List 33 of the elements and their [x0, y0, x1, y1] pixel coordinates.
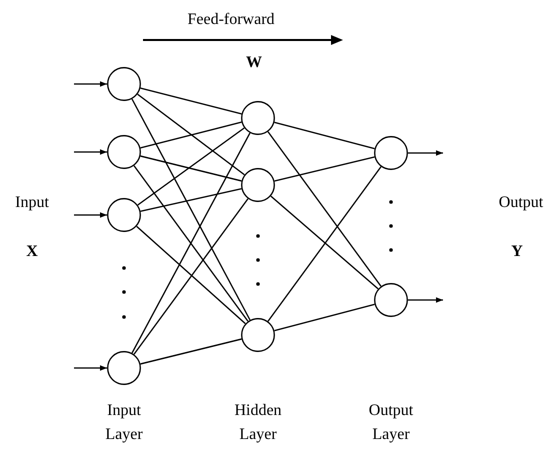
variable-label: X: [26, 242, 38, 262]
connection-line: [134, 165, 248, 322]
diagram-heading: Feed-forward: [187, 10, 275, 30]
connection-line: [268, 131, 382, 287]
arrow: [74, 365, 107, 371]
connection-line: [140, 188, 242, 212]
connection-line: [274, 304, 375, 332]
connection-line: [140, 88, 242, 114]
side-label: Input: [15, 193, 49, 213]
connection-line: [137, 127, 245, 206]
connection-line: [131, 132, 251, 354]
side-label: Output: [498, 193, 544, 213]
arrow: [74, 149, 107, 155]
arrow: [74, 212, 107, 218]
connection-line: [137, 94, 245, 176]
connection-line: [270, 196, 379, 290]
arrow: [408, 150, 443, 156]
connection-line: [274, 156, 375, 182]
layer-label: Output Layer: [368, 401, 414, 445]
connection-line: [140, 155, 242, 182]
connection-line: [131, 98, 251, 320]
connection-line: [140, 338, 242, 365]
connection-line: [268, 166, 382, 322]
variable-label: Y: [511, 242, 523, 262]
arrow: [408, 297, 443, 303]
weight-label: W: [246, 53, 262, 73]
arrow: [74, 81, 107, 87]
connection-line: [140, 122, 242, 148]
layer-label: Hidden Layer: [233, 401, 283, 445]
connection-line: [136, 226, 246, 324]
connection-line: [274, 122, 375, 150]
layer-label: Input Layer: [104, 401, 144, 445]
connection-line: [134, 198, 248, 355]
